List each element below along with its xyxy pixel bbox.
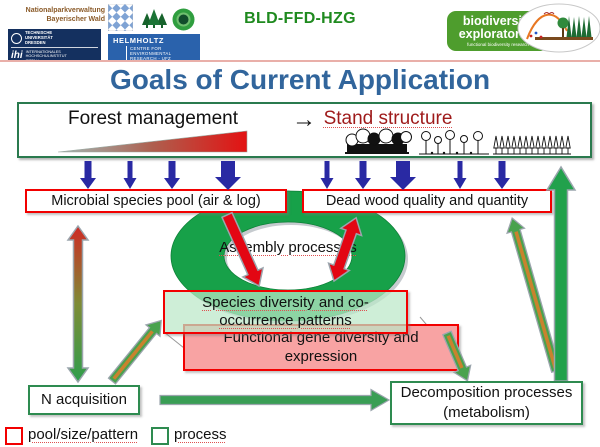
- legend-process-swatch: [151, 427, 169, 445]
- page-title: Goals of Current Application: [109, 64, 491, 95]
- helmholtz-ufz-logo: HELMHOLTZ CENTRE FOR ENVIRONMENTAL RESEA…: [108, 34, 200, 62]
- right-arrow-glyph: →: [292, 106, 316, 133]
- functional-decomposition-arrow: [442, 330, 472, 382]
- bavaria-flag-icon: [108, 4, 133, 31]
- legend-pool-swatch: [5, 427, 23, 445]
- trees-logo-icon: [142, 9, 167, 28]
- circle-logo-icon: [172, 8, 195, 31]
- assembly-processes-label: Assembly processes: [219, 239, 357, 256]
- assembly-arrow-down: [220, 211, 264, 288]
- tree-stands-icon: [345, 128, 571, 155]
- management-gradient-triangle: [58, 130, 248, 153]
- stand-structure-label: Stand structure: [323, 108, 453, 129]
- legend-process-label: process: [174, 426, 227, 443]
- assembly-arrow-double: [327, 216, 363, 283]
- project-code: BLD-FFD-HZG: [244, 10, 356, 27]
- legend-pool-label: pool/size/pattern: [28, 426, 139, 443]
- header-divider: [0, 60, 600, 62]
- decomposition-deadwood-arrow: [506, 217, 562, 374]
- nacq-decomposition-arrow: [159, 388, 391, 412]
- microbial-pool-box: Microbial species pool (air & log): [25, 189, 287, 213]
- tu-dresden-logo: TECHNISCHE UNIVERSITÄT DRESDEN ihi INTER…: [8, 29, 101, 63]
- forest-management-label: Forest management: [67, 108, 239, 129]
- deadwood-box: Dead wood quality and quantity: [302, 189, 552, 213]
- species-diversity-box: Species diversity and co- occurrence pat…: [163, 290, 408, 334]
- decomposition-box: Decomposition processes (metabolism): [390, 381, 583, 425]
- tud-emblem-icon: [11, 32, 22, 44]
- biodiversity-illustration-icon: [517, 3, 600, 53]
- nationalpark-label: Nationalparkverwaltung Bayerischer Wald: [25, 7, 105, 23]
- n-acquisition-box: N acquisition: [28, 385, 140, 415]
- ihi-logo: ihi: [11, 50, 23, 62]
- blue-impact-arrows: [80, 161, 510, 190]
- nacq-species-arrow: [107, 319, 162, 385]
- pool-process-double-arrow: [66, 224, 90, 384]
